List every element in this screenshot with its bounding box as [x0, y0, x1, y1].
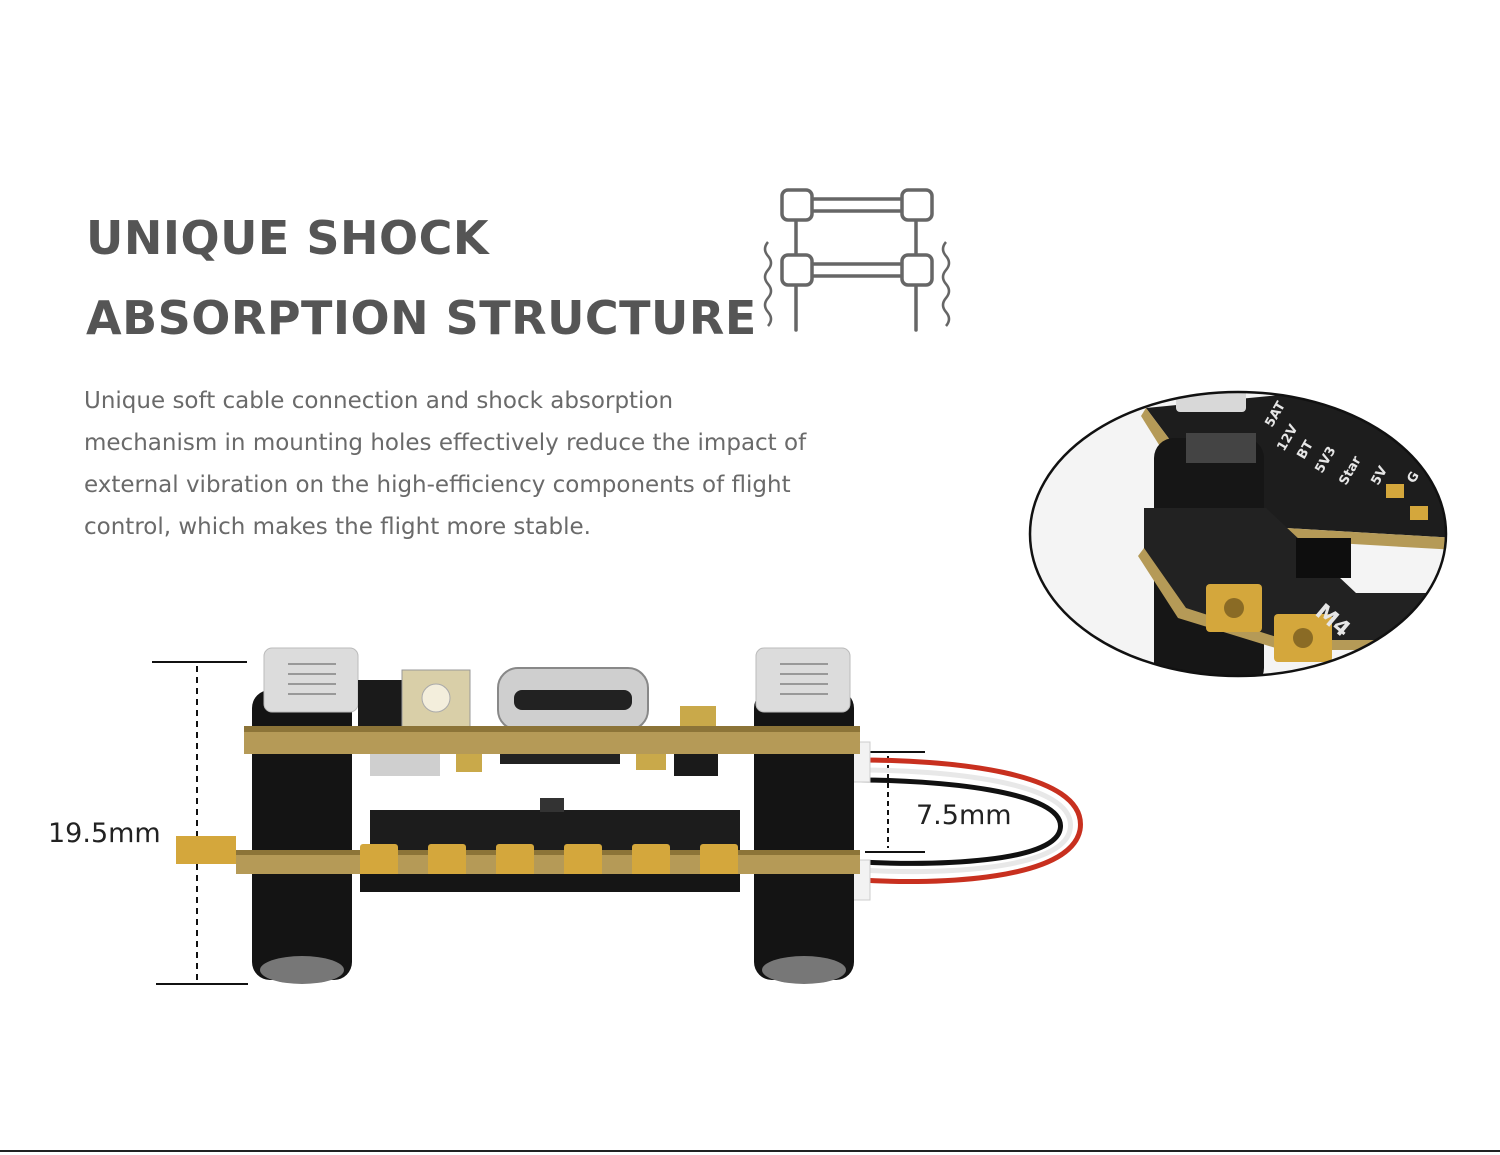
closeup-zoom-image: 5AT 12V BT 5V3 Star 5V G M4	[1028, 390, 1448, 678]
description-line-4: control, which makes the flight more sta…	[84, 514, 591, 540]
shock-absorption-structure-icon	[763, 188, 951, 332]
flight-controller-stack-image	[152, 647, 1083, 985]
headline-line-2: ABSORPTION STRUCTURE	[86, 291, 757, 345]
description-line-1: Unique soft cable connection and shock a…	[84, 388, 674, 414]
height-dimension-label: 19.5mm	[48, 818, 161, 849]
gap-dimension-label: 7.5mm	[916, 800, 1012, 831]
headline-line-1: UNIQUE SHOCK	[86, 211, 489, 265]
description-line-2: mechanism in mounting holes effectively …	[84, 430, 807, 456]
section-description: Unique soft cable connection and shock a…	[84, 380, 824, 548]
bottom-divider	[0, 1150, 1500, 1152]
section-headline: UNIQUE SHOCK ABSORPTION STRUCTURE	[86, 198, 757, 358]
description-line-3: external vibration on the high-efficienc…	[84, 472, 791, 498]
